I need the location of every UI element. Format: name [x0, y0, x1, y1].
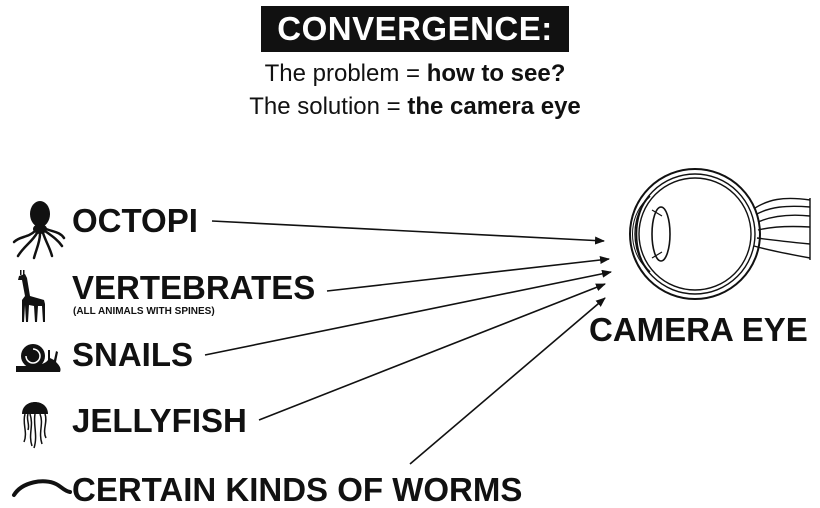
- arrow-octopi: [212, 221, 604, 241]
- octopus-icon: [14, 201, 64, 258]
- eye-diagram-icon: [630, 169, 810, 299]
- jellyfish-icon: [22, 402, 48, 448]
- arrow-vertebrates: [327, 259, 609, 291]
- snail-icon: [16, 344, 61, 372]
- arrow-snails: [205, 272, 611, 355]
- giraffe-icon: [18, 270, 45, 322]
- worm-icon: [14, 481, 70, 495]
- convergence-arrows: [205, 221, 611, 464]
- arrow-jellyfish: [259, 284, 605, 420]
